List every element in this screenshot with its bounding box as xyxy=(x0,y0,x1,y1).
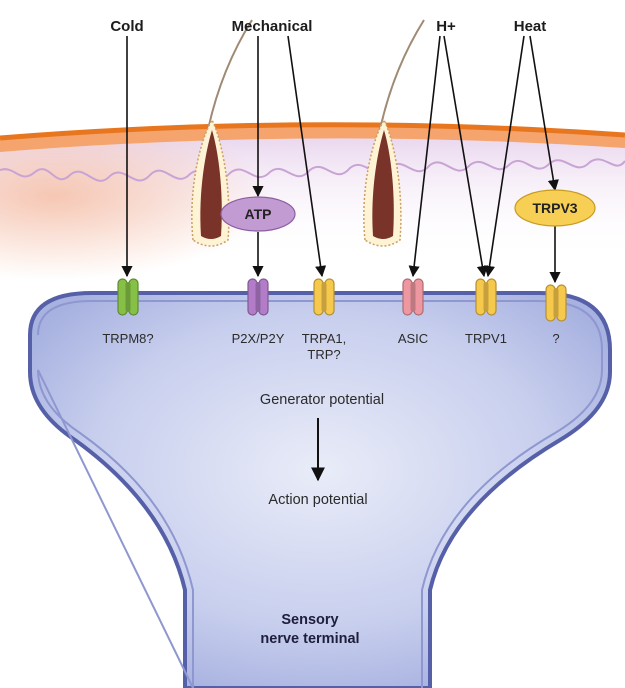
channel-label-p2x: P2X/P2Y xyxy=(231,331,285,346)
channel-label-trpa1: TRPA1, TRP? xyxy=(301,331,347,362)
hair-bulb xyxy=(372,130,394,239)
channel-unknown xyxy=(545,284,567,322)
dermal-papillae xyxy=(0,158,625,182)
epidermis-band xyxy=(0,126,625,152)
terminal-label-line2: nerve terminal xyxy=(260,631,360,647)
channel-pore xyxy=(255,282,261,312)
terminal-label-line1: Sensory xyxy=(281,612,339,628)
hair-follicle-left xyxy=(191,19,253,247)
arrow-mechanical-to-trpa1 xyxy=(287,35,327,278)
channel-p2x xyxy=(247,278,269,316)
arrow-hplus-to-trpv1 xyxy=(443,35,488,278)
channel-group xyxy=(117,278,567,322)
generator-potential-label: Generator potential xyxy=(259,392,385,408)
channel-asic xyxy=(402,278,424,316)
atp-pill xyxy=(220,196,296,232)
arrow-hplus-to-asic xyxy=(408,35,441,278)
channel-pore xyxy=(410,282,416,312)
channel-trpv1 xyxy=(475,278,497,316)
channel-label-unknown: ? xyxy=(552,331,560,346)
channel-label-trpv1: TRPV1 xyxy=(465,331,507,346)
stimulus-heat-label: Heat xyxy=(513,18,547,35)
skin-blush xyxy=(0,140,360,280)
arrow-heat-to-trpv1 xyxy=(483,35,525,278)
channel-trpm8 xyxy=(117,278,139,316)
stimulus-mechanical-label: Mechanical xyxy=(231,18,313,35)
channel-pore xyxy=(321,282,327,312)
channel-label-asic: ASIC xyxy=(397,331,429,346)
channel-label-trpm8: TRPM8? xyxy=(102,331,154,346)
arrows xyxy=(121,35,561,482)
skin-surface-line xyxy=(0,122,625,141)
stimulus-cold-label: Cold xyxy=(110,18,144,35)
hair-bulb xyxy=(200,130,222,239)
trpv3-pill xyxy=(514,189,596,227)
stimulus-hplus-label: H+ xyxy=(436,18,456,35)
membrane-inner-line xyxy=(37,300,603,688)
arrow-heat-to-trpv3 xyxy=(529,35,559,192)
channel-pore xyxy=(125,282,131,312)
action-potential-label: Action potential xyxy=(268,492,368,508)
sensory-nerve-terminal-label: Sensory nerve terminal xyxy=(260,611,359,649)
trpv3-label: TRPV3 xyxy=(532,200,578,216)
atp-label: ATP xyxy=(244,206,272,222)
channel-pore xyxy=(483,282,489,312)
hair-follicle-right xyxy=(363,19,425,247)
channel-pore xyxy=(553,288,559,318)
channel-trpa1 xyxy=(313,278,335,316)
skin-layers xyxy=(0,122,625,280)
